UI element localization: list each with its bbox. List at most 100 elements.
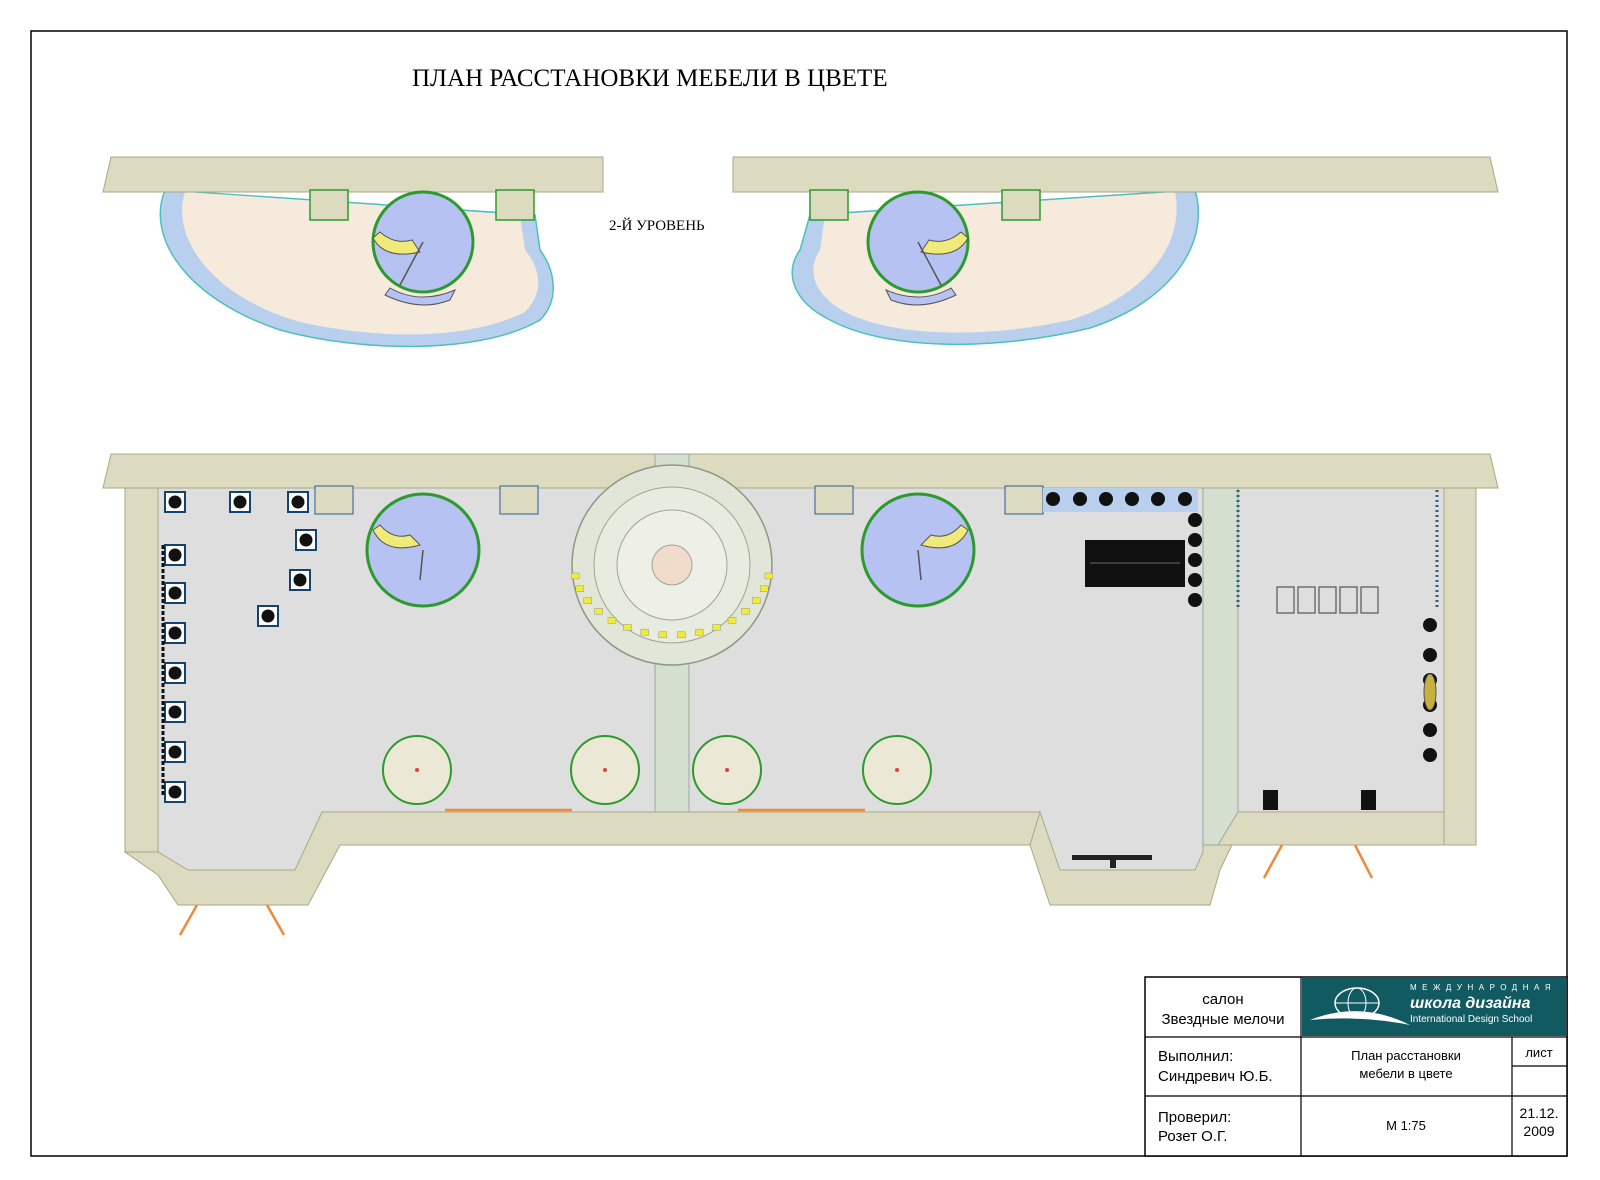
stair-landing	[884, 287, 957, 306]
upper-right-wing	[732, 156, 1499, 346]
door-leaf	[1262, 844, 1284, 879]
project-name-line2: Звездные мелочи	[1161, 1011, 1284, 1028]
stair-landing	[384, 287, 457, 306]
swoosh-icon	[1310, 1011, 1410, 1025]
display-cube-item	[168, 785, 182, 799]
right-partition	[1202, 487, 1239, 846]
round-table-center	[603, 768, 607, 772]
display-cube-item	[168, 745, 182, 759]
cash-counter-stand	[1110, 860, 1116, 868]
round-table-center	[895, 768, 899, 772]
bottom-right-wall	[1217, 811, 1445, 846]
stair-step	[917, 549, 922, 581]
podium-light	[640, 628, 649, 636]
sheet-frame	[30, 30, 1568, 1157]
podium-light	[759, 585, 769, 592]
plant-icon	[1423, 618, 1437, 632]
shelf-unit	[1339, 586, 1358, 614]
plant-icon	[1423, 748, 1437, 762]
ground-left-spiral-stair	[365, 492, 481, 608]
cash-counter	[1072, 855, 1152, 860]
round-table-center	[725, 768, 729, 772]
door-leaf	[265, 904, 286, 936]
made-by-label: Выполнил:	[1158, 1048, 1233, 1065]
chair	[1151, 492, 1165, 506]
left-wall	[124, 487, 159, 853]
chair	[1188, 573, 1202, 587]
ground-right-spiral-stair	[860, 492, 976, 608]
level-2-label: 2-Й УРОВЕНЬ	[609, 217, 705, 234]
logo-sub-text: International Design School	[1410, 1014, 1532, 1025]
ground-level-plan	[102, 453, 1499, 936]
made-by-name: Синдревич Ю.Б.	[1158, 1068, 1273, 1085]
chair	[1188, 553, 1202, 567]
pilaster-4	[1004, 485, 1044, 515]
sheet-title: ПЛАН РАССТАНОВКИ МЕБЕЛИ В ЦВЕТЕ	[412, 65, 888, 92]
podium-light	[712, 624, 721, 631]
speaker-1	[1263, 790, 1278, 810]
glass-showcase-strip	[1043, 488, 1198, 512]
podium-lights	[570, 572, 774, 638]
chair	[1046, 492, 1060, 506]
seating-row	[1046, 492, 1192, 506]
shelf-unit	[1360, 586, 1379, 614]
right-room-shelves	[1276, 586, 1379, 614]
upper-left-column-1	[309, 189, 349, 221]
door-leaf	[1353, 844, 1374, 879]
project-name-line1: салон	[1202, 991, 1243, 1008]
podium-light	[583, 597, 592, 604]
upper-left-column-2	[495, 189, 535, 221]
display-cube-item	[168, 666, 182, 680]
top-wall	[102, 453, 1499, 489]
entrance-door-right	[1262, 844, 1374, 879]
upper-right-spiral-stair	[866, 190, 970, 306]
display-cube-item	[168, 705, 182, 719]
scale-value: М 1:75	[1386, 1118, 1426, 1133]
upper-left-spiral-stair	[371, 190, 475, 306]
scattered-display-cubes	[164, 491, 317, 627]
chair	[1099, 492, 1113, 506]
shelf-unit	[1297, 586, 1316, 614]
logo-background	[1302, 978, 1566, 1036]
display-cube-item	[261, 609, 275, 623]
stair-step	[399, 241, 424, 286]
display-cube-item	[299, 533, 313, 547]
logo-main-text: школа дизайна	[1410, 995, 1531, 1012]
stair-step	[419, 549, 424, 581]
podium-light	[727, 617, 737, 624]
podium-light	[658, 631, 668, 638]
chair	[1188, 593, 1202, 607]
podium-light	[570, 572, 580, 580]
chair	[1125, 492, 1139, 506]
display-cube-item	[168, 586, 182, 600]
stair-step-arc	[372, 231, 421, 255]
podium-light	[764, 572, 774, 580]
stair-step	[917, 241, 942, 286]
drawing-title-line1: План расстановки	[1351, 1048, 1461, 1063]
chair	[1188, 533, 1202, 547]
podium-ring-4	[651, 544, 693, 586]
podium-light	[623, 624, 632, 631]
pilaster-3	[814, 485, 854, 515]
plant-icon	[1423, 723, 1437, 737]
stair-step-arc	[920, 231, 969, 255]
display-cube-item	[168, 495, 182, 509]
left-wall-display-cubes	[164, 544, 186, 803]
podium-light	[575, 585, 585, 592]
podium-light	[607, 617, 617, 624]
checked-by-label: Проверил:	[1158, 1109, 1231, 1126]
title-block: салон Звездные мелочи МЕЖДУНАРОДНАЯ школ…	[1144, 976, 1568, 1157]
podium-light	[741, 608, 750, 615]
plant-icon	[1423, 648, 1437, 662]
right-wall	[1443, 487, 1477, 846]
stair-step-arc	[920, 524, 969, 549]
shelf-unit	[1318, 586, 1337, 614]
right-wall-plants	[1423, 618, 1437, 762]
door-leaf	[178, 904, 199, 936]
chair	[1188, 513, 1202, 527]
chair	[1178, 492, 1192, 506]
display-cube-item	[168, 548, 182, 562]
round-display-tables	[382, 735, 932, 805]
podium-light	[695, 628, 704, 636]
